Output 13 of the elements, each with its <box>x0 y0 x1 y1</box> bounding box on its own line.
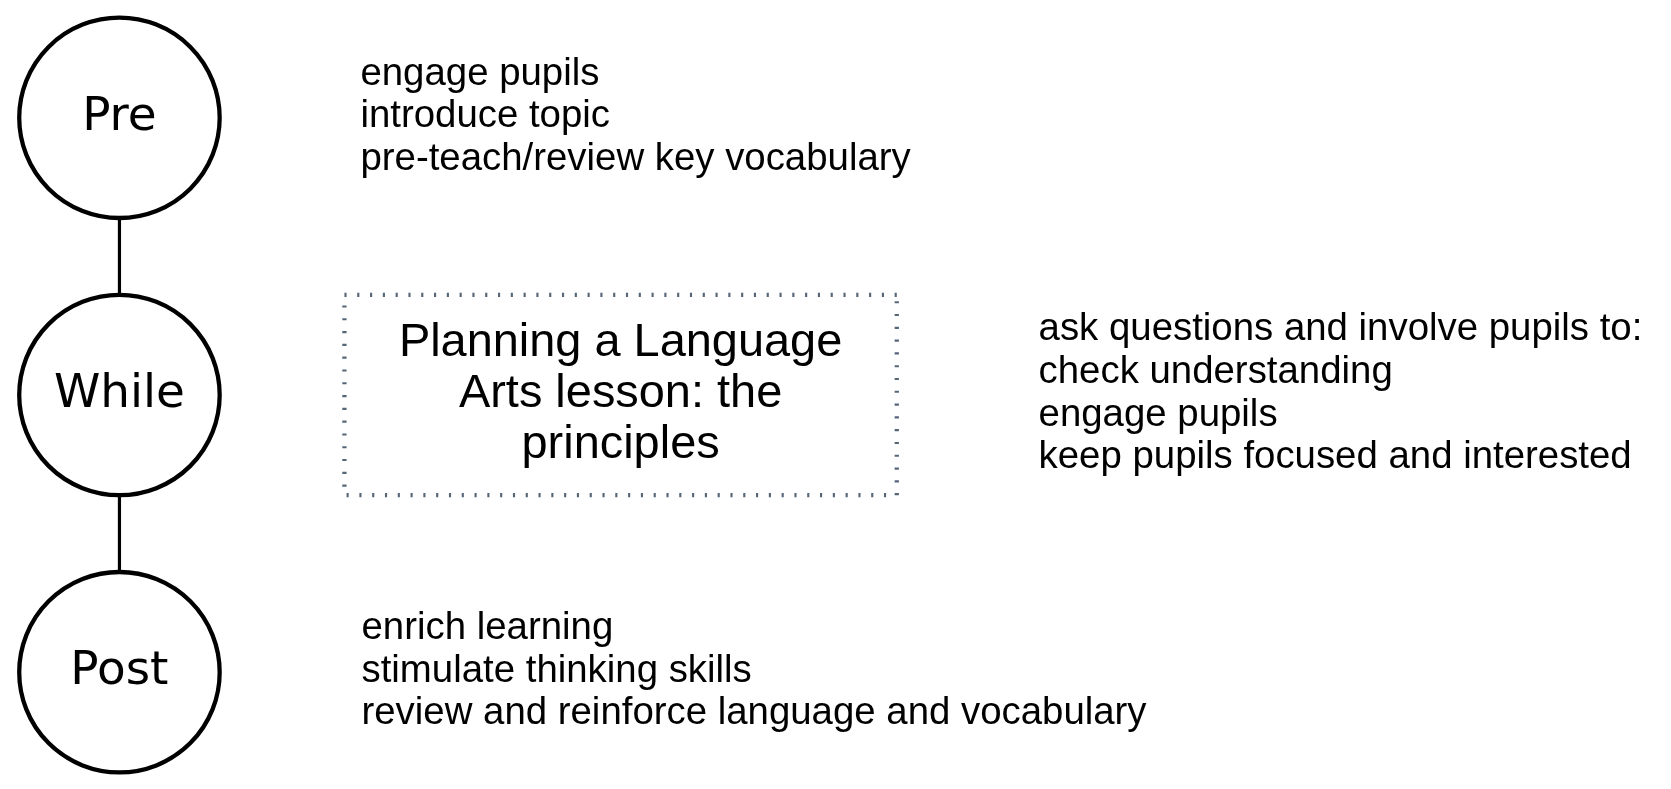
node-label: stimulate thinking skills <box>361 646 752 690</box>
node-circle: While <box>16 292 222 497</box>
node-label: engage pupils <box>359 48 599 92</box>
node-label: ask questions and involve pupils to: <box>1038 304 1642 348</box>
node-label: engage pupils <box>1038 390 1278 434</box>
node-box: Planning a Language Arts lesson: the principles <box>341 292 899 497</box>
node-label: check understanding <box>1038 347 1393 391</box>
node-circle: Post <box>16 569 222 775</box>
connector <box>117 495 121 572</box>
node-label: pre-teach/review key vocabulary <box>359 134 911 178</box>
connector <box>117 217 121 294</box>
node-circle: Pre <box>16 14 222 220</box>
node-label: enrich learning <box>361 603 613 647</box>
